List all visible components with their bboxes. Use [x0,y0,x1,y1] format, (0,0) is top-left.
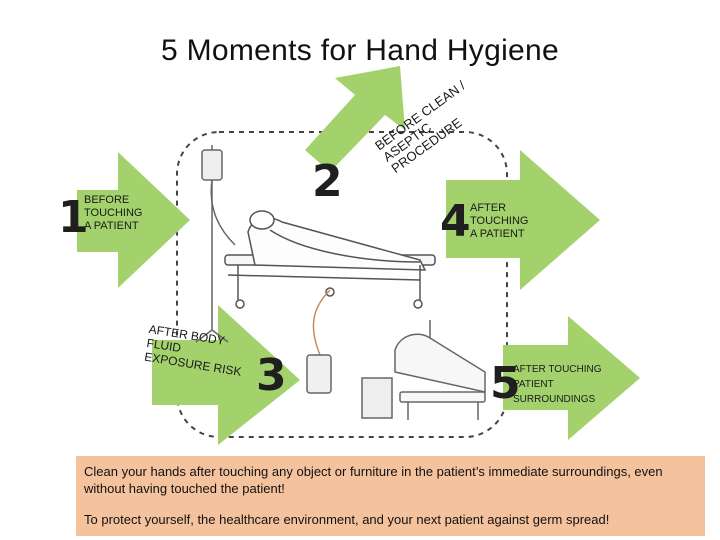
moment-1-line-3: A PATIENT [84,220,139,232]
moment-1-line-1: BEFORE [84,194,130,206]
moment-2-number: 2 [312,156,343,207]
arrow-3 [152,305,300,445]
arrow-2 [305,66,405,172]
moment-4-label: AFTER TOUCHING A PATIENT [470,202,528,241]
banner-line-1: Clean your hands after touching any obje… [84,464,663,496]
moment-5-label: AFTER TOUCHING PATIENT SURROUNDINGS [513,362,602,407]
hospital-bed [224,210,436,309]
moment-4-number: 4 [440,196,471,247]
iv-stand [195,145,236,343]
moment-5-line-2: PATIENT [513,379,554,390]
arrow-4 [446,150,600,290]
moment-3-number: 3 [256,350,287,401]
moment-1-label: BEFORE TOUCHING A PATIENT [84,194,142,233]
page-title: 5 Moments for Hand Hygiene [161,34,559,67]
moment-5-line-3: SURROUNDINGS [513,394,596,405]
moment-1-number: 1 [58,192,89,243]
arrow-1 [77,152,190,288]
drain-bag [306,289,332,394]
moment-5-number: 5 [490,358,521,409]
moment-1-line-2: TOUCHING [84,207,143,219]
moment-4-line-2: TOUCHING [470,215,529,227]
moment-5-line-1: AFTER TOUCHING [513,364,602,375]
moment-4-line-1: AFTER [470,202,507,214]
moment-4-line-3: A PATIENT [470,228,525,240]
arrow-5 [503,316,640,440]
empty-bed-surroundings [361,320,486,420]
info-banner: Clean your hands after touching any obje… [76,456,705,536]
banner-line-2: To protect yourself, the healthcare envi… [84,512,610,527]
